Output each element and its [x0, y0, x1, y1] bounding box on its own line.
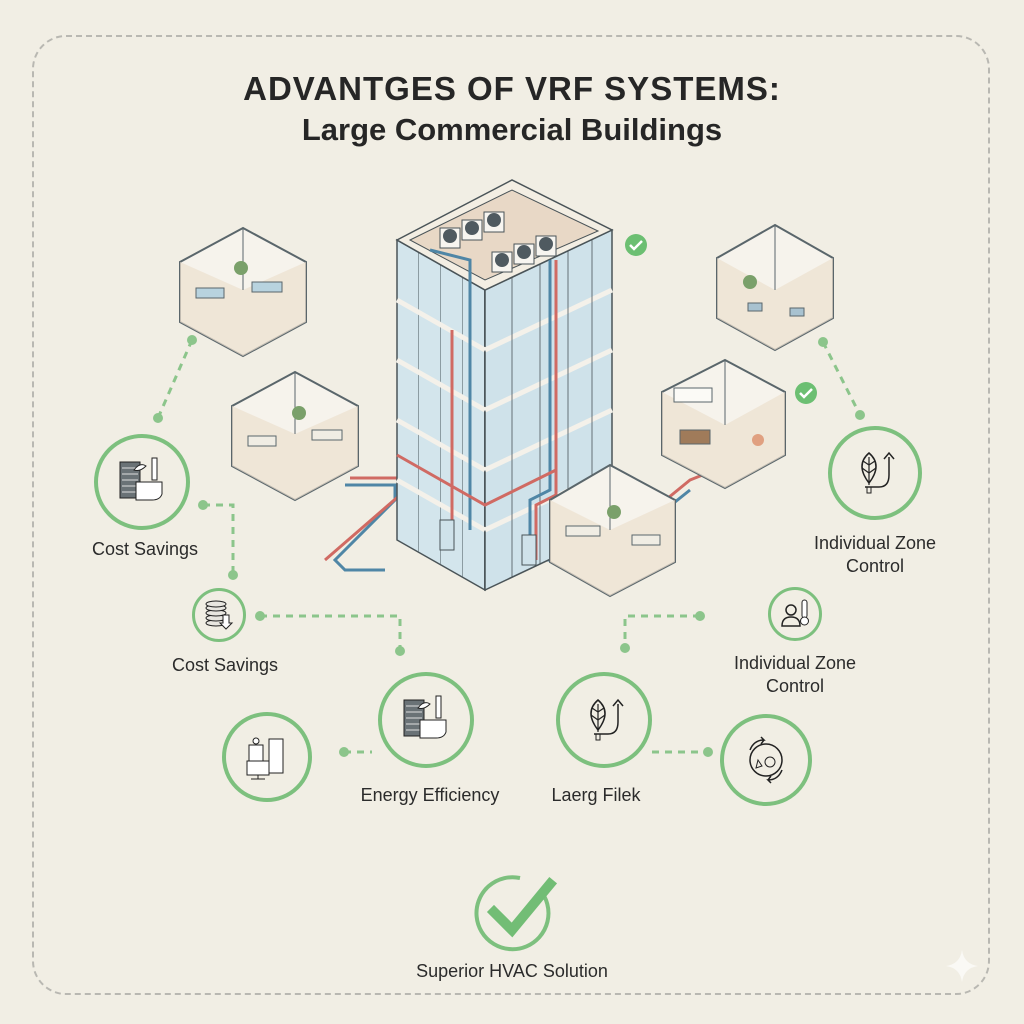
room-open-office [179, 226, 307, 358]
individual-zone-control-label-2: Individual Zone Control [800, 532, 950, 578]
label-line-2: Control [845, 556, 905, 576]
laerg-filek-label: Laerg Filek [551, 785, 641, 805]
label-line-1: Individual Zone [733, 653, 857, 673]
connector-dots [153, 335, 865, 757]
coin-stack-down-arrow-icon [205, 600, 234, 630]
room-workstations [231, 370, 359, 502]
cost-savings-circle [94, 434, 190, 530]
cost-savings-label-2: Cost Savings [171, 655, 279, 675]
laerg-filek-circle [556, 672, 652, 768]
label-line-2: Control [765, 676, 825, 696]
individual-zone-control-circle [768, 587, 822, 641]
connector-lines [156, 339, 862, 754]
room-ac-office [661, 358, 786, 490]
person-thermometer-icon [781, 599, 809, 627]
recycle-globe-icon [749, 736, 783, 784]
room-desk-office [549, 463, 676, 598]
leaf-arrow-icon [590, 698, 624, 741]
page-subtitle: Large Commercial Buildings [301, 112, 723, 147]
label-line-1: Individual Zone [813, 533, 937, 553]
room-lounge [716, 223, 834, 352]
cost-savings-label: Cost Savings [91, 539, 199, 559]
check-badge [795, 382, 817, 404]
energy-efficiency-label: Energy Efficiency [360, 785, 500, 805]
dashed-frame [32, 35, 990, 995]
leaf-arrow-icon [861, 451, 895, 494]
check-badge [625, 234, 647, 256]
solar-panel-unit-icon [119, 457, 163, 501]
solar-panel-unit-icon [403, 695, 447, 739]
individual-zone-control-circle-2 [828, 426, 922, 520]
conclusion-label: Superior HVAC Solution [416, 961, 608, 981]
page-title: ADVANTGES OF VRF SYSTEMS: [243, 70, 781, 107]
cost-savings-circle-2 [192, 588, 246, 642]
individual-zone-control-label: Individual Zone Control [720, 652, 870, 698]
recycle-circle [720, 714, 812, 806]
sparkle-icon [946, 950, 978, 982]
office-equipment-circle [222, 712, 312, 802]
energy-efficiency-circle [378, 672, 474, 768]
office-equipment-icon [246, 737, 284, 780]
